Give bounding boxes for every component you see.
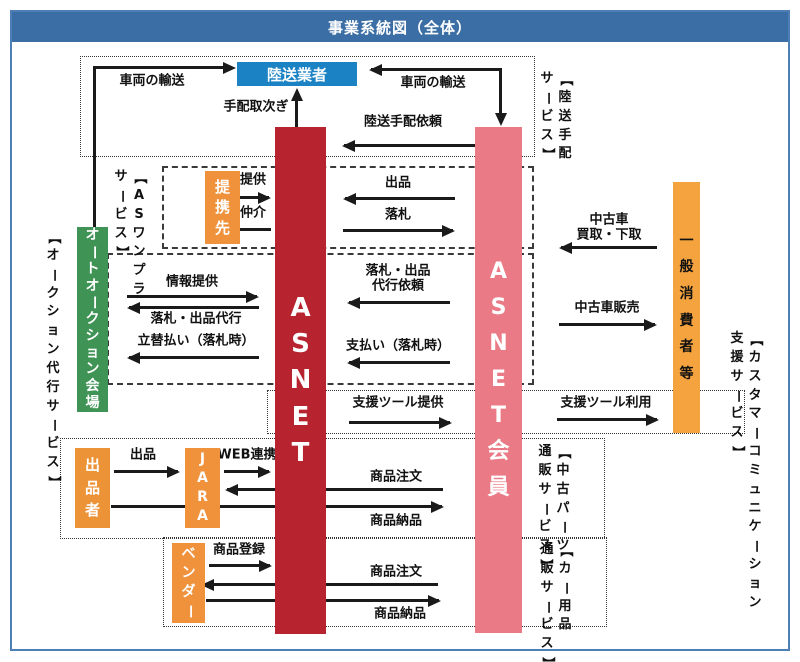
- section-label-customer-communication-service: 【カスタマーコミュニケーション支援サービス】: [730, 331, 764, 610]
- arrow-head-0: [223, 61, 236, 74]
- section-used-parts-mail-order-service: [60, 438, 605, 539]
- arrow-line-20: [224, 470, 269, 473]
- arrow-line-11: [129, 306, 259, 309]
- arrow-line-6: [212, 196, 269, 199]
- arrow-head-3: [290, 88, 303, 101]
- section-label-used-parts-mail-order-service: 【中古パーツ通販サービス】: [538, 444, 572, 572]
- arrow-head-4: [342, 139, 355, 152]
- arrow-line-3: [499, 68, 502, 121]
- arrow-label-20: 商品納品: [369, 513, 423, 529]
- arrow-line-9: [343, 229, 453, 232]
- arrow-label-8: 情報提供: [165, 274, 219, 290]
- arrow-label-9: 落札・出品代行: [150, 311, 242, 327]
- arrow-head-1: [369, 63, 382, 76]
- arrow-label-1: 車両の輸送: [400, 75, 466, 91]
- arrow-label-0: 車両の輸送: [119, 73, 185, 89]
- arrow-head-12: [347, 296, 360, 309]
- arrow-line-23: [209, 564, 270, 567]
- node-auto-auction-venue: オートオークション会場: [77, 227, 108, 412]
- arrow-line-10: [127, 295, 257, 298]
- arrow-label-19: 商品注文: [369, 469, 423, 485]
- node-general-consumer: 一般消費者等: [673, 182, 700, 433]
- arrow-head-7: [343, 192, 356, 205]
- section-label-auction-daiko-service: 【オークション代行サービス】: [46, 230, 62, 489]
- arrow-head-14: [439, 416, 452, 429]
- node-rikuso-gyosha: 陸送業者: [237, 62, 357, 86]
- section-as-onepla-service: [162, 166, 534, 249]
- arrow-label-18: WEB連携: [217, 447, 277, 463]
- arrow-head-18: [167, 465, 180, 478]
- arrow-line-15: [349, 421, 450, 424]
- arrow-line-12: [129, 356, 259, 359]
- arrow-line-4: [295, 93, 298, 127]
- arrow-label-12: 支払い（落札時）: [345, 338, 451, 354]
- arrow-label-7: 落札: [384, 207, 412, 223]
- arrow-label-22: 商品注文: [369, 564, 423, 580]
- arrow-label-17: 出品: [129, 447, 157, 463]
- arrow-label-16: 中古車販売: [574, 300, 640, 316]
- diagram-title-bar: 事業系統図（全体）: [12, 12, 788, 42]
- node-shuppin-sha: 出品者: [75, 448, 110, 528]
- arrow-label-13: 支援ツール提供: [352, 395, 444, 411]
- section-label-rikuso-tehai-service: 【陸送手配サービス】: [540, 71, 574, 162]
- arrow-line-0: [93, 66, 232, 69]
- arrow-label-6: 出品: [384, 175, 412, 191]
- arrow-line-14: [349, 361, 450, 364]
- section-car-goods-mail-order-service: [163, 537, 607, 627]
- arrow-line-16: [557, 418, 657, 421]
- node-teikei-saki: 提携先: [205, 171, 240, 244]
- node-vendor: ベンダー: [172, 543, 205, 623]
- arrow-head-21: [431, 500, 444, 513]
- arrow-head-19: [258, 465, 271, 478]
- arrow-label-11: 落札・出品 代行依頼: [365, 263, 431, 294]
- arrow-head-17: [644, 318, 657, 331]
- arrow-label-2: 手配取次ぎ: [223, 99, 289, 115]
- arrow-line-2: [371, 68, 502, 71]
- arrow-line-18: [559, 323, 655, 326]
- arrow-label-23: 商品納品: [373, 606, 427, 622]
- arrow-label-14: 支援ツール利用: [560, 395, 652, 411]
- arrow-line-1: [93, 66, 96, 227]
- arrow-line-21: [227, 488, 443, 491]
- arrow-head-5: [258, 191, 271, 204]
- arrow-head-8: [442, 224, 455, 237]
- arrow-head-13: [347, 356, 360, 369]
- arrow-label-21: 商品登録: [212, 542, 266, 558]
- diagram-title: 事業系統図（全体）: [327, 18, 472, 37]
- arrow-line-13: [349, 301, 450, 304]
- arrow-head-9: [246, 290, 259, 303]
- arrow-label-15: 中古車 買取・下取: [576, 212, 642, 243]
- arrow-head-20: [225, 483, 238, 496]
- arrow-line-7: [214, 228, 271, 231]
- arrow-line-5: [344, 144, 475, 147]
- diagram-frame: 事業系統図（全体）: [10, 10, 790, 651]
- arrow-line-8: [345, 197, 455, 200]
- arrow-head-16: [559, 241, 572, 254]
- arrow-head-10: [127, 301, 140, 314]
- arrow-head-2: [494, 113, 507, 126]
- arrow-label-10: 立替払い（落札時）: [137, 333, 255, 349]
- arrow-head-15: [646, 413, 659, 426]
- arrow-head-24: [428, 594, 441, 607]
- arrow-label-3: 陸送手配依頼: [363, 114, 443, 130]
- arrow-line-17: [561, 246, 657, 249]
- arrow-line-19: [114, 470, 178, 473]
- arrow-head-22: [259, 559, 272, 572]
- arrow-head-11: [127, 351, 140, 364]
